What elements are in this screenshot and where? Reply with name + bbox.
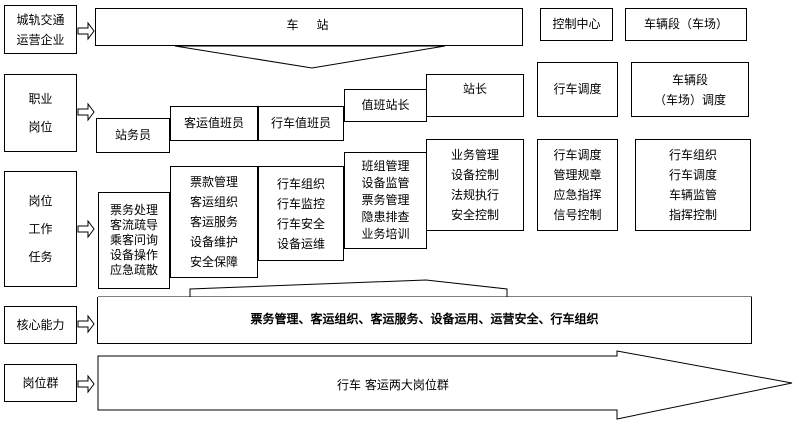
position-station-master-box: 站长 <box>426 74 524 117</box>
control-center-box: 控制中心 <box>540 8 613 41</box>
row-label-tasks: 岗位 工作 任务 <box>4 171 77 287</box>
group-big-arrow <box>97 350 793 420</box>
row-label-group: 岗位群 <box>4 364 77 402</box>
row-arrow-position <box>77 102 95 122</box>
core-ability-box: 票务管理、客运组织、客运服务、设备运用、运营安全、行车组织 <box>97 297 752 344</box>
position-train-duty: 行车值班员 <box>258 106 344 141</box>
row-arrow-core <box>77 314 95 334</box>
tasks-depot: 行车组织 行车调度 车辆监管 指挥控制 <box>635 139 751 231</box>
row-arrow-enterprise <box>77 21 95 41</box>
tasks-control-center: 行车调度 管理规章 应急指挥 信号控制 <box>537 139 618 231</box>
tasks-station-staff: 票务处理 客流疏导 乘客问询 设备操作 应急疏散 <box>98 192 170 289</box>
depot-box: 车辆段（车场） <box>625 8 747 41</box>
station-header-label: 车 站 <box>286 18 332 32</box>
position-depot-dispatcher: 车辆段 （车场）调度 <box>631 62 749 117</box>
tasks-merge-bracket <box>98 279 752 298</box>
core-ability-text: 票务管理、客运组织、客运服务、设备运用、运营安全、行车组织 <box>250 312 599 326</box>
position-station-staff: 站务员 <box>96 118 170 153</box>
tasks-train-duty: 行车组织 行车监控 行车安全 设备运维 <box>258 166 344 261</box>
position-dispatcher: 行车调度 <box>537 62 618 117</box>
row-arrow-tasks <box>77 219 95 239</box>
position-passenger-duty: 客运值班员 <box>170 106 258 141</box>
row-label-core: 核心能力 <box>4 306 77 344</box>
tasks-duty-master: 班组管理 设备监管 票务管理 隐患排查 业务培训 <box>344 152 427 249</box>
row-label-position: 职业 岗位 <box>4 74 77 152</box>
station-header-box: 车 站 <box>95 8 523 46</box>
tasks-station-master: 业务管理 设备控制 法规执行 安全控制 <box>426 139 524 231</box>
position-duty-master: 值班站长 <box>344 89 427 122</box>
tasks-passenger-duty: 票款管理 客运组织 客运服务 设备维护 安全保障 <box>170 166 258 278</box>
group-arrow-label: 行车 客运两大岗位群 <box>337 378 449 392</box>
row-arrow-group <box>77 374 95 394</box>
position-station-master: 站长 <box>462 82 487 96</box>
row-label-enterprise: 城轨交通 运营企业 <box>4 5 77 54</box>
station-funnel-arrow <box>174 45 446 69</box>
